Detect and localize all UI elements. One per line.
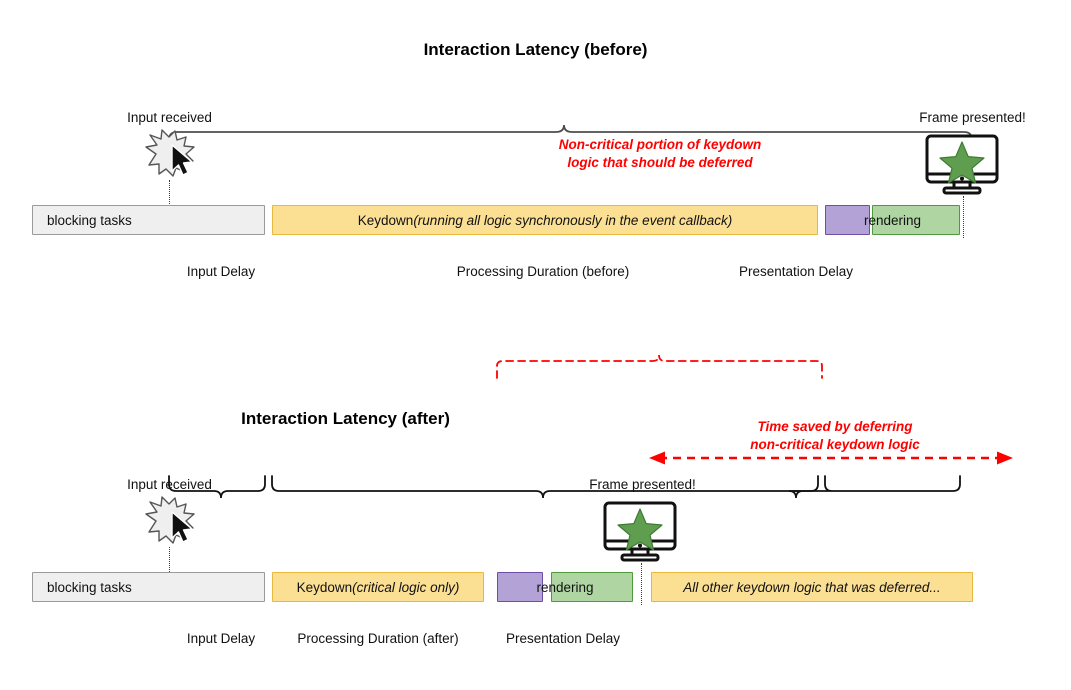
frame-presented-label-before: Frame presented!: [919, 110, 1026, 125]
block-presentation-purple-before[interactable]: [825, 205, 870, 235]
block-blocking-tasks-after[interactable]: blocking tasks: [32, 572, 265, 602]
brace-label-processing-before: Processing Duration (before): [456, 264, 630, 279]
time-saved-arrow: [649, 451, 1013, 465]
block-presentation-purple-after[interactable]: [497, 572, 543, 602]
bottom-braces-before: [168, 475, 961, 499]
red-annotation-line1: Time saved by deferring: [757, 419, 913, 434]
block-blocking-tasks-before[interactable]: blocking tasks: [32, 205, 265, 235]
block-deferred-logic-after[interactable]: All other keydown logic that was deferre…: [651, 572, 973, 602]
input-dotted-line-before: [169, 180, 170, 206]
monitor-icon: [603, 501, 677, 562]
frame-presented-label-after: Frame presented!: [589, 477, 696, 492]
rendering-label-after: rendering: [536, 580, 594, 595]
red-annotation-line1: Non-critical portion of keydown: [558, 137, 762, 152]
block-label-italic: (critical logic only): [352, 579, 460, 595]
red-annotation-before: Non-critical portion of keydown logic th…: [460, 136, 860, 172]
star-icon: [939, 141, 985, 184]
brace-label-input-delay-after: Input Delay: [186, 631, 256, 646]
block-rendering-green-after[interactable]: [551, 572, 633, 602]
mouse-cursor-icon: [171, 511, 193, 543]
block-keydown-before[interactable]: Keydown (running all logic synchronously…: [272, 205, 818, 235]
block-label-italic: All other keydown logic that was deferre…: [683, 579, 941, 595]
input-received-label-after: Input received: [127, 477, 212, 492]
input-dotted-line-after: [169, 547, 170, 574]
red-annotation-after: Time saved by deferring non-critical key…: [660, 418, 1010, 454]
frame-dotted-line-after: [641, 563, 642, 605]
mouse-cursor-icon: [171, 144, 193, 176]
input-received-label-before: Input received: [127, 110, 212, 125]
block-label: Keydown: [357, 212, 414, 228]
top-brace-before: [168, 124, 973, 159]
block-rendering-green-before[interactable]: [872, 205, 960, 235]
brace-label-processing-after: Processing Duration (after): [297, 631, 459, 646]
star-icon: [617, 508, 663, 551]
block-keydown-after[interactable]: Keydown (critical logic only): [272, 572, 484, 602]
block-label-italic: (running all logic synchronously in the …: [413, 212, 733, 228]
frame-dotted-line-before: [963, 196, 964, 238]
brace-label-presentation-after: Presentation Delay: [505, 631, 621, 646]
block-label: Keydown: [296, 579, 353, 595]
monitor-icon: [925, 134, 999, 195]
red-annotation-line2: non-critical keydown logic: [750, 436, 920, 452]
section-title-after: Interaction Latency (after): [241, 409, 450, 428]
red-annotation-line2: logic that should be deferred: [567, 154, 753, 170]
brace-label-input-delay-before: Input Delay: [186, 264, 256, 279]
red-dashed-brace-before: [496, 354, 823, 379]
rendering-label-before: rendering: [863, 213, 922, 228]
block-label: blocking tasks: [47, 212, 132, 228]
brace-label-presentation-before: Presentation Delay: [738, 264, 854, 279]
block-label: blocking tasks: [47, 579, 132, 595]
section-title-before: Interaction Latency (before): [423, 40, 648, 59]
